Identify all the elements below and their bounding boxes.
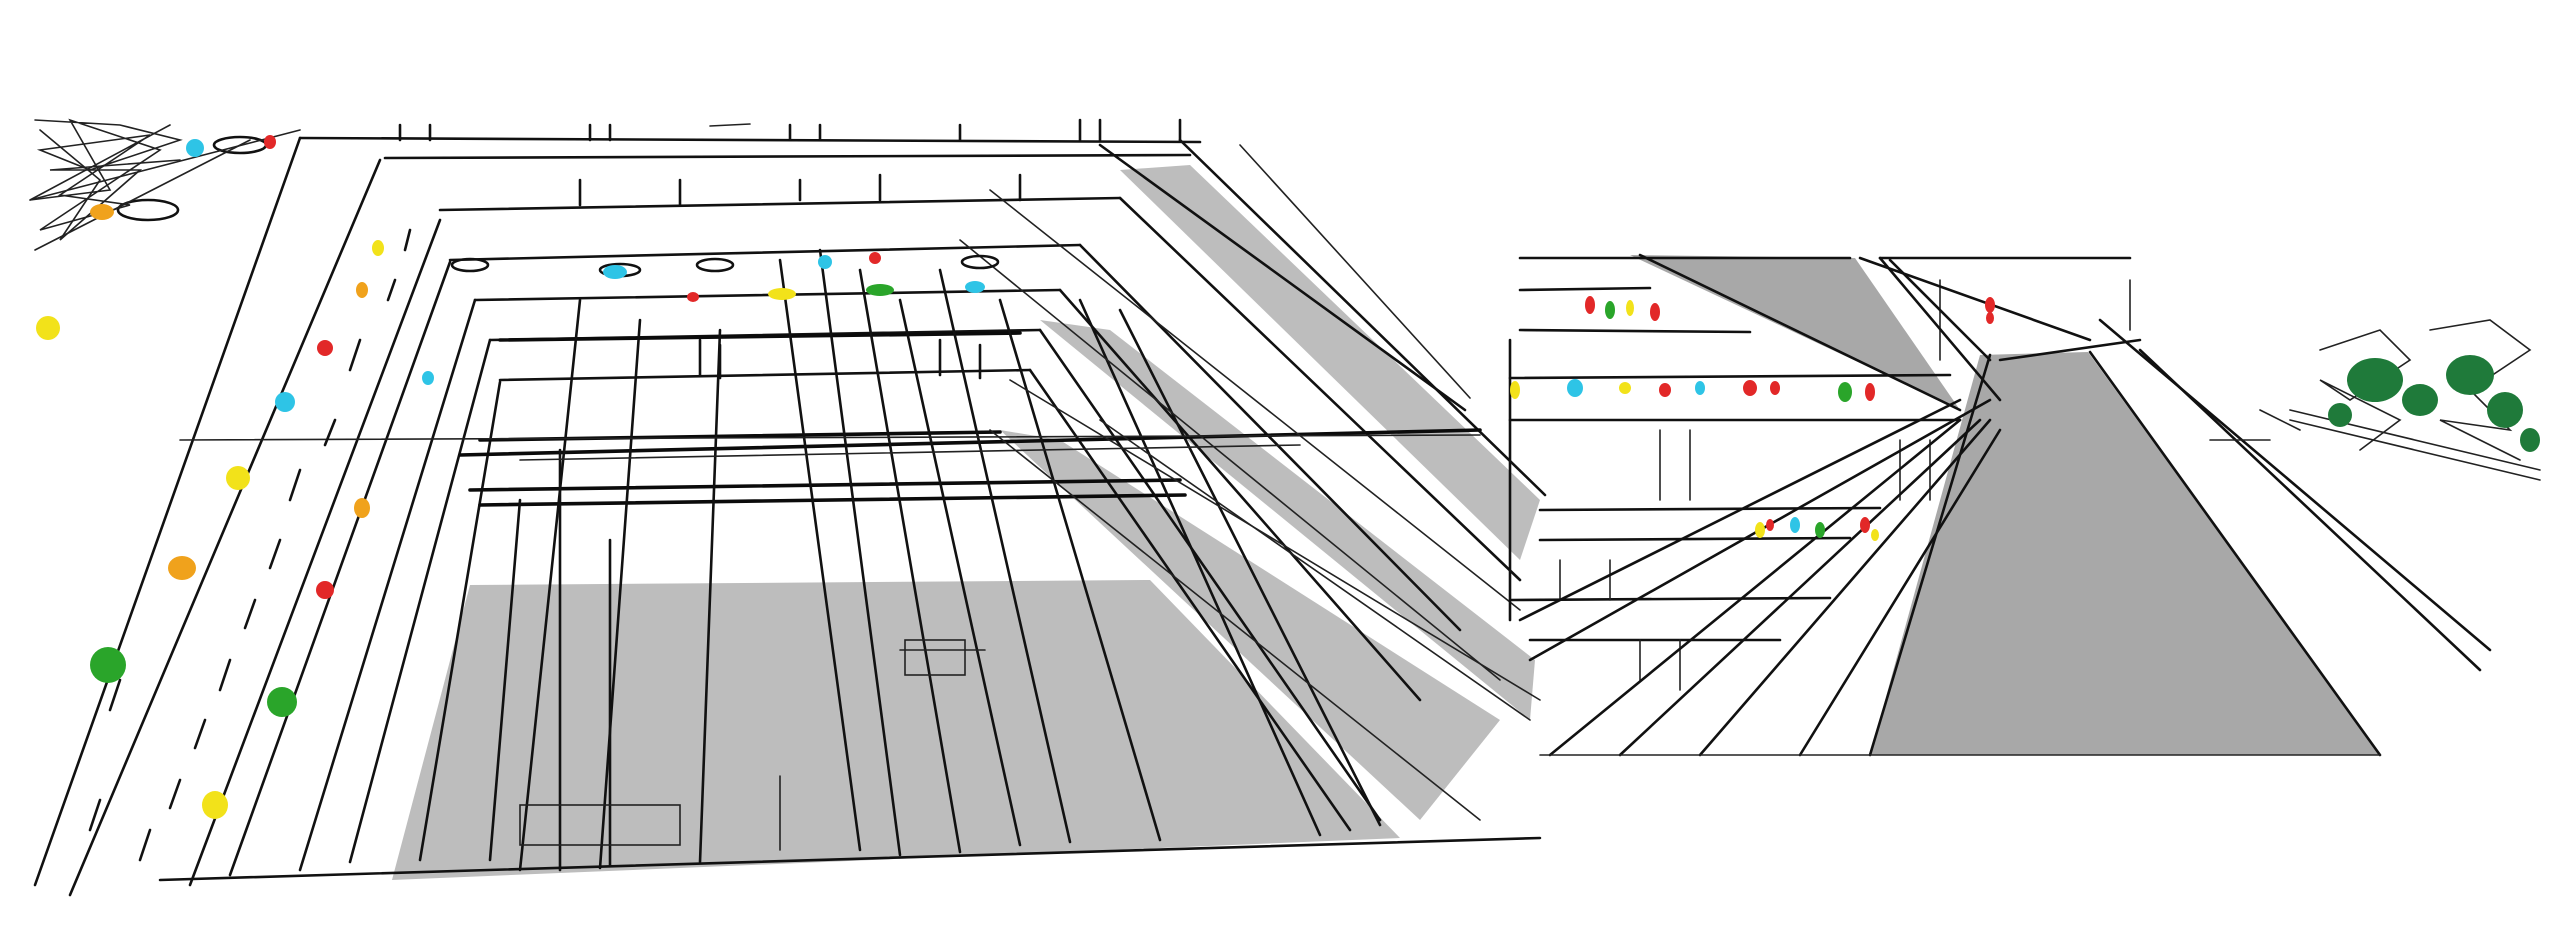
figure-red <box>1770 381 1780 395</box>
tree-group-right <box>2289 319 2541 481</box>
right-posts <box>1559 279 2131 691</box>
figure-red <box>316 581 334 599</box>
tree-canopy <box>2347 358 2403 402</box>
figure-red <box>1585 296 1595 314</box>
ramp-shade-middle <box>1040 320 1535 720</box>
figure-green <box>1605 301 1615 319</box>
figure-red <box>1860 517 1870 533</box>
atrium-section-perspective <box>1508 253 2541 757</box>
floor-frames <box>519 444 1301 851</box>
figure-red <box>1659 383 1671 397</box>
figure-cyan <box>1695 381 1705 395</box>
tree-canopy <box>2487 392 2523 428</box>
figure-red <box>869 252 881 264</box>
figure-yellow <box>1619 382 1631 394</box>
figure-green <box>90 647 126 683</box>
tree-canopy <box>2402 384 2438 416</box>
right-ground <box>1539 409 2381 756</box>
figure-orange <box>168 556 196 580</box>
tree-canopy <box>2446 355 2494 395</box>
figure-yellow <box>372 240 384 256</box>
outer-frame <box>33 136 1547 897</box>
figures-right <box>1510 296 1995 541</box>
figure-orange <box>90 204 114 220</box>
figure-yellow <box>768 288 796 300</box>
figure-orange <box>354 498 370 518</box>
figure-red <box>1650 303 1660 321</box>
figure-yellow <box>1510 381 1520 399</box>
figure-red <box>264 135 276 149</box>
figure-cyan <box>1790 517 1800 533</box>
figure-red <box>1985 297 1995 313</box>
figures-left <box>36 135 985 819</box>
figure-cyan <box>186 139 204 157</box>
figure-green <box>866 284 894 296</box>
figure-cyan <box>422 371 434 385</box>
ramp-shade-lower <box>1000 430 1500 820</box>
figure-orange <box>356 282 368 298</box>
figure-green <box>1838 382 1852 402</box>
balcony-tables <box>116 135 1000 278</box>
railing-posts-left <box>88 228 412 862</box>
figure-cyan <box>1567 379 1583 397</box>
figure-red <box>1766 519 1774 531</box>
railing-posts-top <box>398 118 1182 380</box>
tree-canopy <box>2328 403 2352 427</box>
figure-yellow <box>202 791 228 819</box>
figure-cyan <box>965 281 985 293</box>
tree-canopy <box>2520 428 2540 452</box>
figure-yellow <box>1626 300 1634 316</box>
figure-red <box>1743 380 1757 396</box>
balcony-rings <box>188 196 1522 887</box>
figure-cyan <box>818 255 832 269</box>
figure-red <box>1986 312 1994 324</box>
figure-yellow <box>226 466 250 490</box>
figure-red <box>317 340 333 356</box>
figure-yellow <box>36 316 60 340</box>
figure-yellow <box>1871 529 1879 541</box>
figure-red <box>1865 383 1875 401</box>
tree-scribble-topleft <box>29 118 301 251</box>
figure-red <box>687 292 699 302</box>
figure-green <box>1815 522 1825 538</box>
figure-cyan <box>275 392 295 412</box>
figure-green <box>267 687 297 717</box>
ramp-shade-upper <box>1120 165 1540 560</box>
figure-yellow <box>1755 522 1765 538</box>
diagonals <box>179 123 1541 821</box>
main-ramp-shade <box>1870 352 2380 755</box>
figure-cyan <box>603 265 627 279</box>
atrium-overview <box>29 118 1547 897</box>
